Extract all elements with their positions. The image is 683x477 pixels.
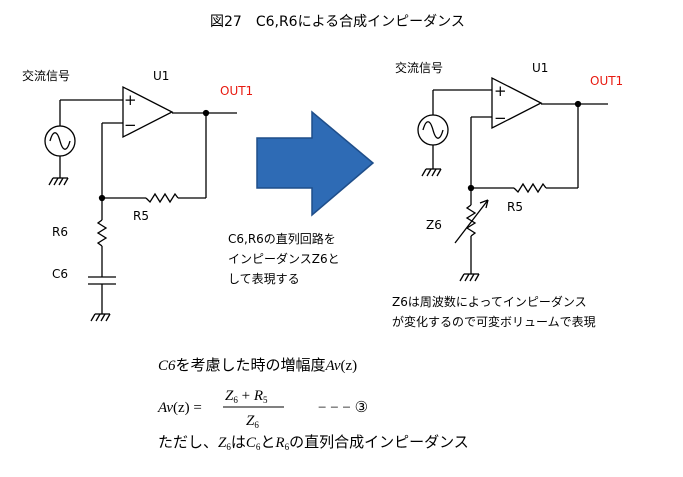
formula-eq-ref: − − − ③ — [318, 400, 368, 416]
right-z6-variable-resistor — [465, 204, 477, 237]
left-source-ground-icon — [48, 172, 69, 186]
right-plus-sign: + — [494, 82, 507, 100]
left-r6-label: R6 — [52, 225, 68, 239]
right-z6-label: Z6 — [426, 218, 442, 232]
right-source-label: 交流信号 — [395, 60, 443, 75]
right-r5-resistor — [513, 182, 547, 194]
formula-numerator: Z6 + R5 — [225, 388, 268, 405]
right-bottom-ground-icon — [459, 268, 480, 282]
caption-left-line-2: インピーダンスZ6と — [228, 251, 340, 266]
transform-arrow — [256, 110, 375, 217]
left-opamp — [122, 85, 174, 139]
left-r6-resistor — [96, 219, 108, 247]
formula-block: C6を考慮した時の増幅度Av(z) Av(z) = Z6 + R5 Z6 − −… — [157, 357, 469, 452]
formula-lhs: Av(z) = — [157, 400, 202, 416]
left-circuit — [44, 85, 237, 322]
right-output-label: OUT1 — [590, 74, 623, 88]
figure-title: 図27 C6,R6による合成インピーダンス — [210, 14, 465, 30]
left-c6-label: C6 — [52, 267, 68, 281]
left-output-label: OUT1 — [220, 84, 253, 98]
left-r5-label: R5 — [133, 209, 149, 223]
caption-right-line-2: が変化するので可変ボリュームで表現 — [392, 314, 596, 329]
right-minus-sign: − — [494, 109, 507, 127]
left-r5-resistor — [145, 192, 179, 204]
right-opamp — [491, 76, 543, 130]
left-plus-sign: + — [124, 91, 137, 109]
right-source-ground-icon — [421, 163, 442, 177]
left-bottom-ground-icon — [90, 308, 111, 322]
formula-denominator: Z6 — [246, 413, 259, 430]
caption-left-line-1: C6,R6の直列回路を — [228, 231, 336, 246]
right-r5-label: R5 — [507, 200, 523, 214]
right-z6-adjust-arrow-icon — [454, 199, 489, 244]
left-source-label: 交流信号 — [22, 68, 70, 83]
caption-right-line-1: Z6は周波数によってインピーダンス — [392, 294, 587, 309]
formula-line-1: C6を考慮した時の増幅度Av(z) — [158, 357, 357, 374]
right-sine-icon — [422, 121, 444, 139]
left-minus-sign: − — [124, 116, 137, 134]
left-sine-icon — [49, 132, 71, 150]
formula-line-3: ただし、Z6はC6とR6の直列合成インピーダンス — [158, 434, 469, 452]
left-opamp-label: U1 — [153, 69, 169, 83]
right-opamp-label: U1 — [532, 61, 548, 75]
caption-left-line-3: して表現する — [228, 272, 300, 286]
right-circuit — [417, 76, 608, 282]
